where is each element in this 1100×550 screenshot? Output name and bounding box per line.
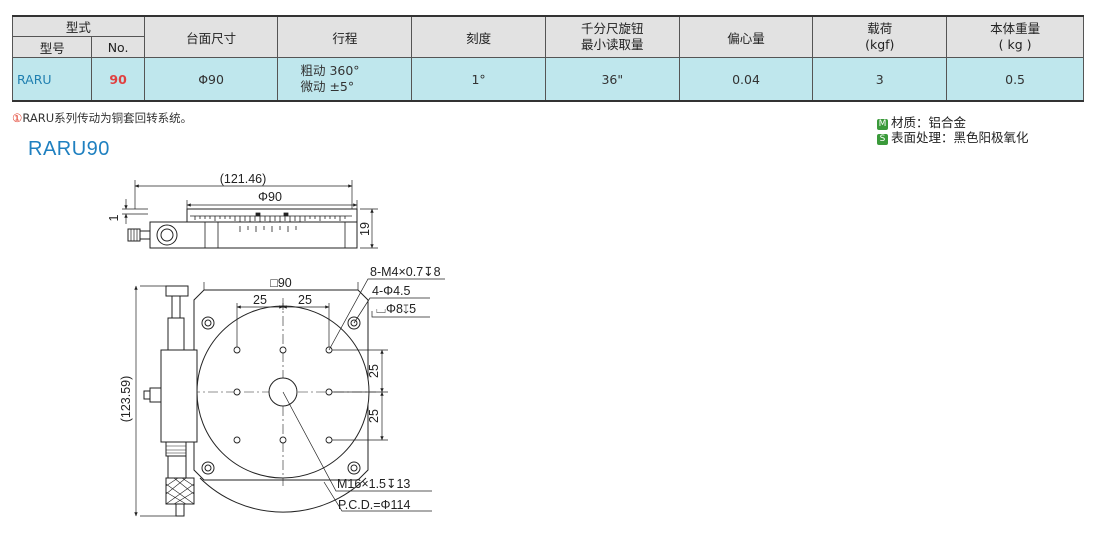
callout-pcd: P.C.D.=Φ114 — [338, 498, 410, 512]
side-knob-collar — [156, 224, 178, 246]
side-view — [122, 180, 378, 249]
header-type: 型式 — [12, 15, 145, 37]
header-no: No. — [91, 36, 145, 58]
note-mark-icon: ① — [12, 111, 23, 125]
cell-travel-fine: 微动 ±5° — [300, 79, 355, 94]
header-weight-line1: 本体重量 — [990, 21, 1041, 36]
table-row: RARU 90 Φ90 粗动 360° 微动 ±5° 1° 36" 0.04 3… — [11, 57, 1084, 102]
dim-pitch-a: 25 — [253, 293, 267, 307]
material-text: 材质：铝合金 — [891, 115, 967, 130]
micrometer-barrel — [167, 317, 185, 351]
note-text: RARU系列传动为铜套回转系统。 — [22, 111, 193, 125]
dim-overall-height: (123.59) — [119, 376, 133, 423]
cell-no: 90 — [91, 57, 145, 102]
cell-eccentricity: 0.04 — [678, 57, 814, 102]
cell-load: 3 — [812, 57, 948, 102]
surface-text: 表面处理：黑色阳极氧化 — [891, 130, 1029, 145]
corner-holes — [201, 316, 361, 475]
spec-table: 型式 台面尺寸 行程 刻度 千分尺旋钮 最小读取量 偏心量 载荷 (kgf) 本… — [11, 15, 1084, 102]
dim-table-dia: Φ90 — [258, 190, 282, 204]
callout-cbore: ⌴Φ8↧5 — [376, 302, 416, 316]
header-scale: 刻度 — [411, 15, 546, 58]
series-note: ①RARU系列传动为铜套回转系统。 — [12, 110, 192, 126]
header-travel: 行程 — [277, 15, 413, 58]
callout-center: M16×1.5↧13 — [337, 477, 410, 491]
cell-travel: 粗动 360° 微动 ±5° — [277, 57, 413, 102]
callout-taps: 8-M4×0.7↧8 — [370, 265, 441, 279]
header-weight-line2: ( kg ) — [998, 37, 1032, 52]
micrometer-thimble — [167, 455, 187, 479]
dim-pitch-b: 25 — [298, 293, 312, 307]
dim-offset: 1 — [107, 214, 121, 221]
dim-pitch-c: 25 — [367, 364, 381, 378]
side-base-body — [149, 221, 358, 249]
micrometer-body — [160, 349, 198, 443]
material-badge-icon: M — [877, 119, 888, 130]
micrometer-side-screw — [149, 387, 162, 403]
cell-weight: 0.5 — [946, 57, 1084, 102]
side-table-plate — [186, 208, 358, 223]
header-load-line2: (kgf) — [865, 37, 895, 52]
cell-knob: 36" — [544, 57, 680, 102]
cell-table-size: Φ90 — [143, 57, 279, 102]
cell-travel-coarse: 粗动 360° — [300, 63, 360, 78]
surface-badge-icon: S — [877, 134, 888, 145]
header-weight: 本体重量 ( kg ) — [946, 15, 1084, 58]
header-load-line1: 载荷 — [867, 21, 893, 36]
cell-scale: 1° — [411, 57, 546, 102]
cell-model: RARU — [11, 57, 93, 102]
header-model: 型号 — [11, 36, 93, 58]
top-view — [134, 278, 445, 517]
header-load: 载荷 (kgf) — [812, 15, 948, 58]
header-knob-line2: 最小读取量 — [581, 37, 644, 52]
dim-pitch-d: 25 — [367, 409, 381, 423]
header-knob-line1: 千分尺旋钮 — [581, 21, 644, 36]
header-eccentricity: 偏心量 — [678, 15, 814, 58]
side-scale-ticks — [190, 212, 352, 232]
dim-overall-width: (121.46) — [220, 172, 267, 186]
callout-holes: 4-Φ4.5 — [372, 284, 411, 298]
top-pcd-arc — [199, 477, 367, 513]
drawing-title: RARU90 — [28, 138, 110, 160]
micrometer-cap — [165, 285, 189, 297]
dim-square: □90 — [270, 276, 292, 290]
dim-height: 19 — [358, 222, 372, 236]
tapped-holes — [233, 346, 333, 444]
header-knob: 千分尺旋钮 最小读取量 — [544, 15, 680, 58]
